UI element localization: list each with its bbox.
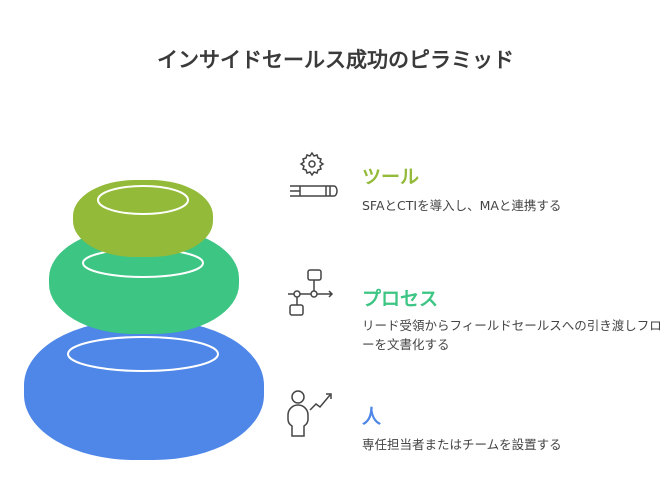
page-title: インサイドセールス成功のピラミッド xyxy=(157,48,514,72)
flowchart-icon xyxy=(288,269,334,316)
level-heading-process: プロセス xyxy=(362,288,439,310)
level-heading-tool: ツール xyxy=(362,166,420,188)
pyramid-level-tool xyxy=(73,180,213,257)
level-heading-people: 人 xyxy=(362,406,382,428)
level-description-people: 専任担当者またはチームを設置する xyxy=(362,437,562,452)
level-description-tool: SFAとCTIを導入し、MAと連携する xyxy=(362,198,562,213)
pyramid-level-people xyxy=(24,320,264,460)
person-growth-icon xyxy=(287,390,332,437)
gear-pen-icon xyxy=(290,151,338,197)
level-description-process: リード受領からフィールドセールスへの引き渡しフローを文書化する xyxy=(362,318,662,352)
